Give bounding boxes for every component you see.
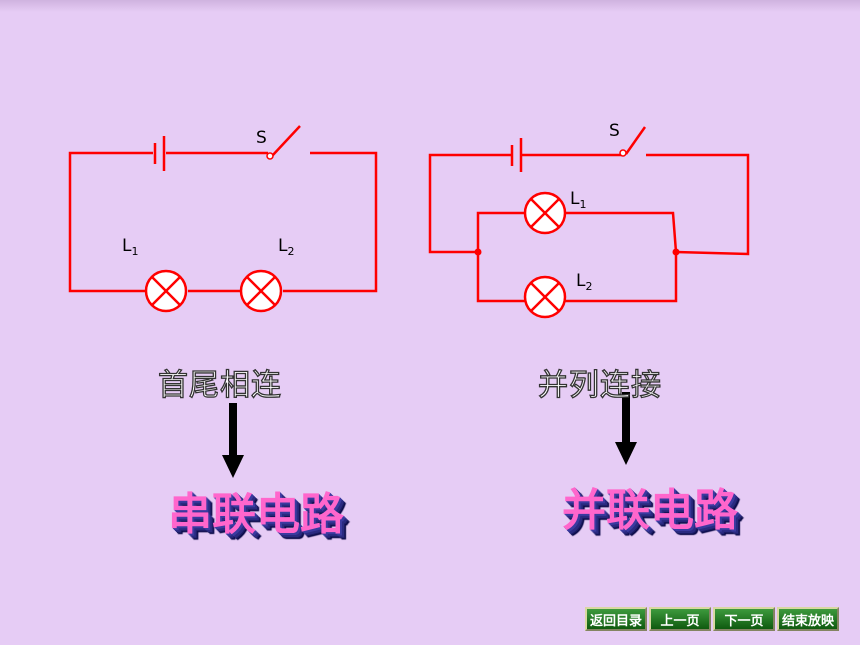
series-lamp-2-label: L2 [278,236,294,258]
series-circuit: S L1 L2 [68,125,378,478]
parallel-lamp-2-label: L2 [576,271,592,293]
parallel-lamp-1-icon [523,191,567,235]
parallel-down-arrow-icon [615,392,637,465]
parallel-caption: 并列连接 [537,367,662,403]
series-switch-icon [266,125,301,160]
series-wires [68,151,378,293]
parallel-circuit-title: 并联电路 [562,485,738,536]
top-decor-bar [0,0,860,12]
series-lamp-1-icon [144,269,188,313]
series-caption: 首尾相连 [157,367,282,403]
parallel-wires [428,153,750,303]
series-battery-icon [153,136,166,171]
series-circuit-title: 串联电路 [168,489,344,540]
previous-page-button[interactable]: 上一页 [649,607,711,631]
parallel-circuit: S L1 L2 [428,121,750,465]
series-lamp-1-label: L1 [122,236,138,258]
series-switch-label: S [256,128,267,148]
next-page-button[interactable]: 下一页 [713,607,775,631]
series-lamp-2-icon [239,269,283,313]
slide-navigation: 返回目录 上一页 下一页 结束放映 [585,607,839,631]
parallel-lamp-2-icon [523,275,567,319]
parallel-switch-icon [619,126,647,157]
series-down-arrow-icon [222,403,244,478]
parallel-junction-left [474,248,482,256]
parallel-lamp-1-label: L1 [570,189,586,211]
end-slideshow-button[interactable]: 结束放映 [777,607,839,631]
back-to-contents-button[interactable]: 返回目录 [585,607,647,631]
parallel-switch-label: S [609,121,620,141]
parallel-junction-right [672,248,680,256]
parallel-battery-icon [510,138,523,172]
